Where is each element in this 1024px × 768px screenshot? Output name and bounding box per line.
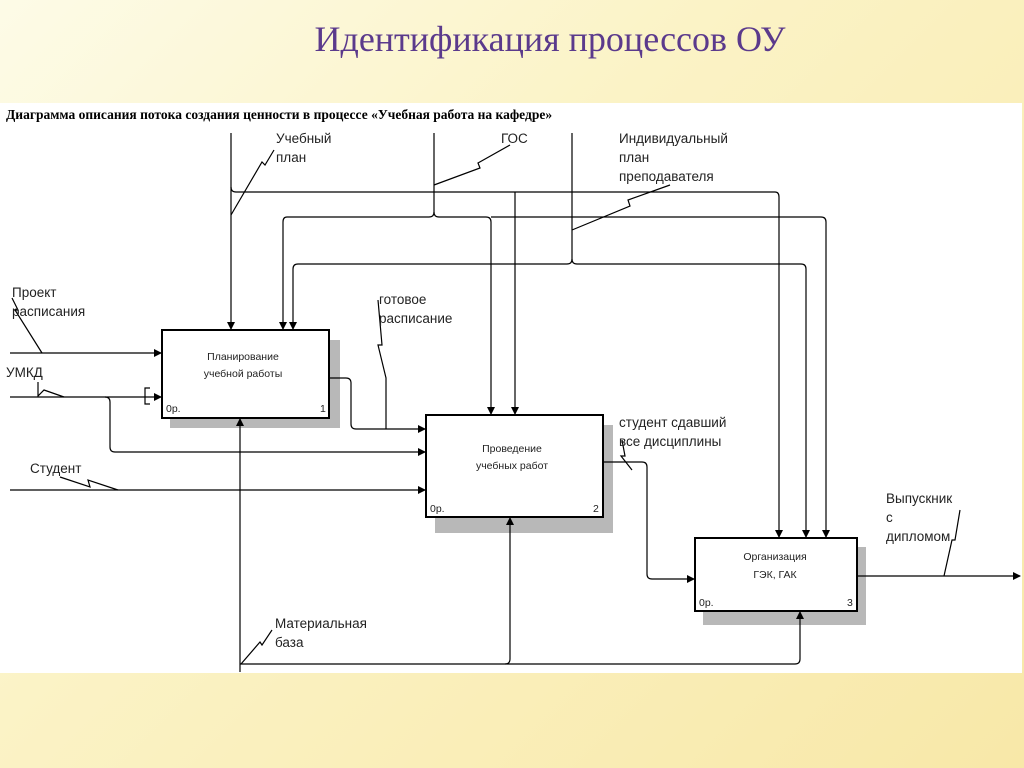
- box-1-cost: 0р.: [166, 403, 181, 415]
- box-3-title-line1: Организация: [743, 551, 806, 563]
- arrow-baza-box3: [505, 611, 804, 665]
- box-2-number: 2: [593, 503, 599, 515]
- squiggle-gotovoe: [377, 299, 387, 429]
- squiggle-umkd: [37, 382, 65, 398]
- box-1-title-line2: учебной работы: [204, 368, 283, 380]
- label-ind-plan-1: Индивидуальный: [619, 131, 728, 146]
- diagram-canvas: Планирование учебной работы 0р. 1 Провед…: [6, 131, 1021, 672]
- label-sdavshiy-1: студент сдавший: [619, 415, 726, 430]
- label-vypusknik-1: Выпускник: [886, 491, 952, 506]
- label-ind-plan-2: план: [619, 150, 649, 165]
- arrow-umkd-branch: [104, 396, 426, 456]
- box-1-number: 1: [320, 403, 326, 415]
- arrow-gos-branch-box2: [433, 211, 495, 415]
- box-1-title-line1: Планирование: [207, 351, 279, 363]
- arrow-ind-plan-box3: [571, 258, 810, 538]
- label-gotovoe-2: расписание: [379, 311, 452, 326]
- label-gos: ГОС: [501, 131, 528, 146]
- arrow-gos-branch-box3: [491, 216, 830, 538]
- label-sdavshiy-2: все дисциплины: [619, 434, 721, 449]
- squiggle-uchebny: [230, 149, 275, 216]
- idef0-diagram: Диаграмма описания потока создания ценно…: [0, 103, 1022, 673]
- label-baza-2: база: [275, 635, 304, 650]
- box-2-cost: 0р.: [430, 503, 445, 515]
- squiggle-proekt: [11, 297, 43, 354]
- label-gotovoe-1: готовое: [379, 292, 426, 307]
- squiggle-vypusknik: [943, 509, 961, 577]
- label-student: Студент: [30, 461, 81, 476]
- label-uchebny-plan-1: Учебный: [276, 131, 331, 146]
- box-3-cost: 0р.: [699, 597, 714, 609]
- label-vypusknik-3: дипломом: [886, 529, 950, 544]
- arrow-gotovoe: [329, 377, 426, 433]
- label-proekt-2: расписания: [12, 304, 85, 319]
- tunnel-bracket: [144, 387, 150, 405]
- label-proekt-1: Проект: [12, 285, 56, 300]
- box-2-title-line1: Проведение: [482, 443, 542, 455]
- squiggle-sdavshiy: [619, 439, 633, 471]
- label-baza-1: Материальная: [275, 616, 367, 631]
- arrow-labels: Учебный план ГОС Индивидуальный план пре…: [6, 131, 952, 650]
- squiggle-student: [59, 476, 119, 491]
- process-box-2: Проведение учебных работ 0р. 2: [425, 414, 604, 518]
- box-2-title-line2: учебных работ: [476, 460, 548, 472]
- arrow-ind-plan: [289, 133, 573, 330]
- squiggle-ind: [571, 184, 671, 231]
- process-box-1: Планирование учебной работы 0р. 1: [161, 329, 330, 419]
- label-vypusknik-2: с: [886, 510, 893, 525]
- arrow-sdavshiy: [603, 461, 695, 583]
- squiggle-gos: [433, 144, 511, 186]
- label-umkd: УМКД: [6, 365, 43, 380]
- squiggle-baza: [240, 629, 273, 665]
- label-ind-plan-3: преподавателя: [619, 169, 714, 184]
- label-uchebny-plan-2: план: [276, 150, 306, 165]
- box-3-title-line2: ГЭК, ГАК: [753, 569, 797, 581]
- process-box-3: Организация ГЭК, ГАК 0р. 3: [694, 537, 858, 612]
- box-3-number: 3: [847, 597, 853, 609]
- diagram-caption: Диаграмма описания потока создания ценно…: [6, 107, 553, 122]
- slide-title: Идентификация процессов ОУ: [314, 19, 786, 59]
- arrow-uchebny-plan-branch: [230, 186, 783, 538]
